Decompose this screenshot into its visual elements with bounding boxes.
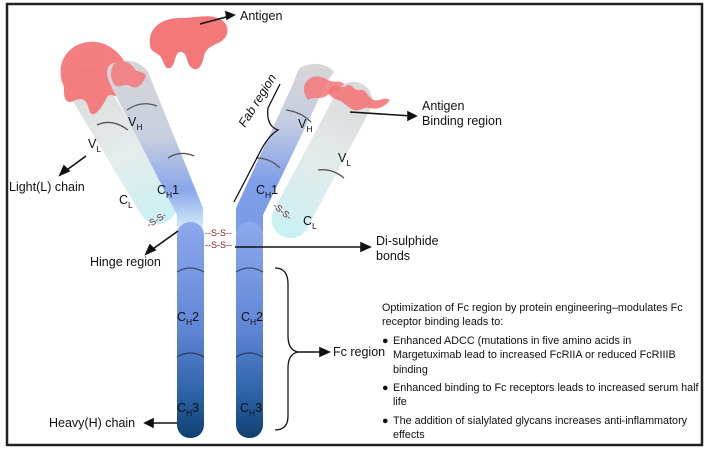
note-item: ●Enhanced binding to Fc receptors leads … bbox=[382, 382, 699, 409]
right-ch2-label: CH2 bbox=[241, 310, 263, 327]
figure-border bbox=[5, 2, 704, 447]
fab-bracket bbox=[233, 83, 281, 203]
right-ch1-label: CH1 bbox=[256, 183, 278, 200]
bullet-icon: ● bbox=[382, 334, 389, 347]
right-vl-label: VL bbox=[338, 151, 351, 168]
left-vh-label: VH bbox=[128, 115, 142, 132]
left-ch1-label: CH1 bbox=[157, 183, 179, 200]
left-heavy-arm bbox=[106, 60, 203, 232]
right-heavy-stem bbox=[235, 222, 264, 438]
right-ch3-label: CH3 bbox=[240, 401, 262, 418]
left-ch2-label: CH2 bbox=[177, 310, 199, 327]
right-cl-label: CL bbox=[303, 214, 317, 231]
bullet-icon: ● bbox=[382, 414, 389, 427]
note-item: ●Enhanced ADCC (mutations in five amino … bbox=[382, 334, 676, 376]
fc-region-label: Fc region bbox=[333, 345, 385, 359]
arrows bbox=[58, 10, 418, 429]
right-light-chain bbox=[271, 81, 390, 239]
bullet-icon: ● bbox=[382, 382, 389, 395]
light-chain-label: Light(L) chain bbox=[9, 180, 85, 194]
disulphide-label-1: Di-sulphide bbox=[376, 234, 439, 248]
note-intro: Optimization of Fc region by protein eng… bbox=[382, 302, 683, 329]
hinge-region-label: Hinge region bbox=[90, 255, 161, 269]
antigen-binding-label-1: Antigen bbox=[422, 99, 464, 113]
antigen-label: Antigen bbox=[240, 9, 282, 23]
left-heavy-stem bbox=[176, 222, 205, 438]
left-cl-label: CL bbox=[119, 193, 133, 210]
left-vl-label: VL bbox=[88, 137, 101, 154]
antigen-binding-label-2: Binding region bbox=[422, 114, 502, 128]
hinge-ss-bond-2: --S-S-- bbox=[205, 240, 232, 250]
antigen-shape bbox=[149, 16, 228, 70]
left-light-chain bbox=[60, 41, 177, 225]
right-heavy-arm bbox=[236, 63, 346, 233]
right-vh-label: VH bbox=[298, 117, 312, 134]
left-ch3-label: CH3 bbox=[177, 401, 199, 418]
note-item: ●The addition of sialylated glycans incr… bbox=[382, 414, 688, 442]
disulphide-label-2: bonds bbox=[376, 249, 410, 263]
heavy-chain-label: Heavy(H) chain bbox=[49, 416, 135, 430]
fc-bracket bbox=[274, 267, 299, 431]
fab-region-label: Fab region bbox=[236, 71, 280, 129]
hinge-ss-bond-1: --S-S-- bbox=[205, 228, 232, 238]
note-list: ●Enhanced ADCC (mutations in five amino … bbox=[382, 334, 702, 443]
fc-optimization-note: Optimization of Fc region by protein eng… bbox=[382, 301, 702, 447]
